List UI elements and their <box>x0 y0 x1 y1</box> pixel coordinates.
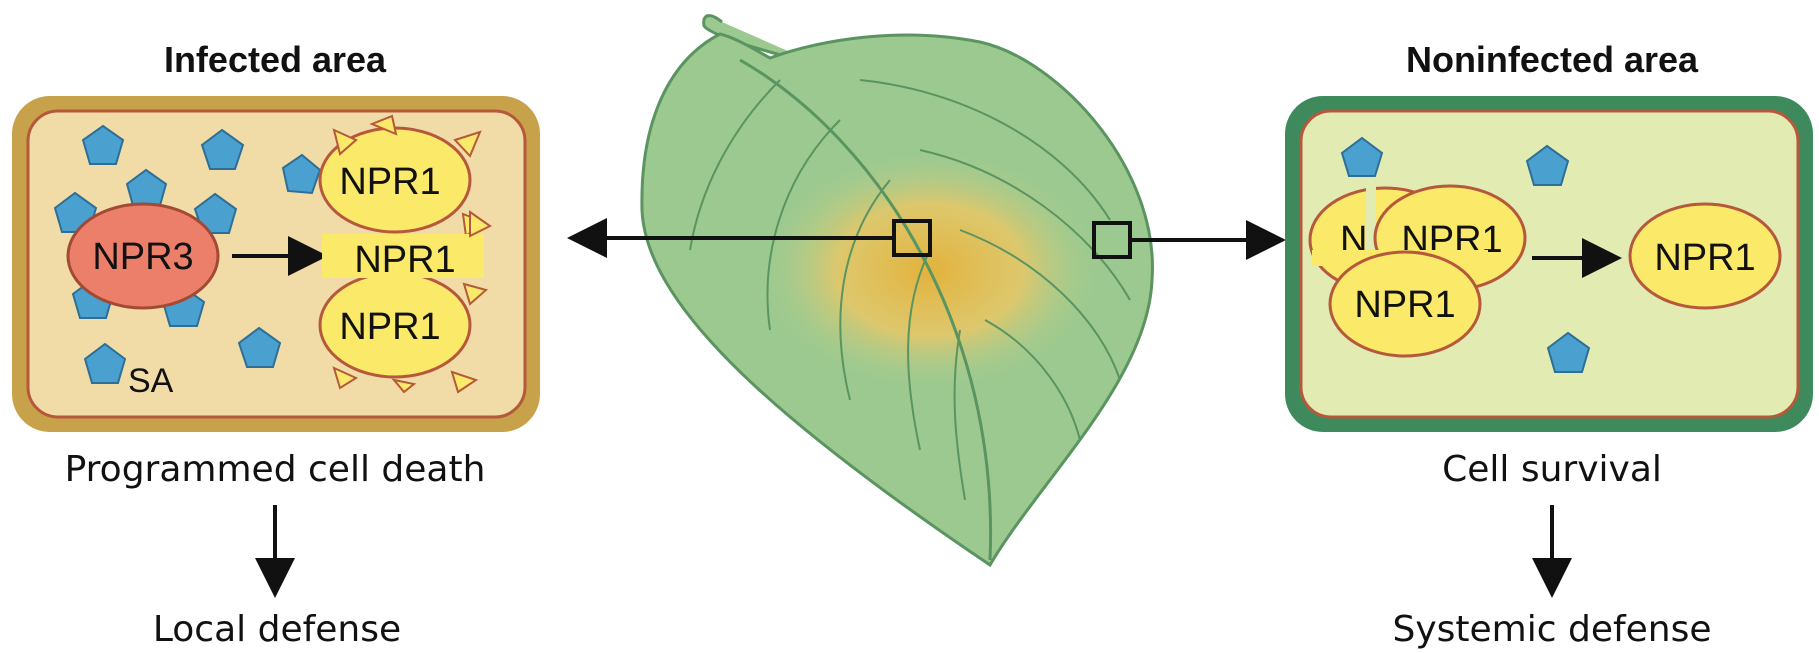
npr1-oligomer-front-label: NPR1 <box>1354 284 1455 326</box>
npr1-monomer-label: NPR1 <box>1654 237 1755 279</box>
sa-molecule <box>193 192 238 234</box>
sa-molecule <box>81 124 125 165</box>
sa-molecules-noninfected <box>1340 136 1591 373</box>
degraded-npr1-bottom-label: NPR1 <box>339 306 440 348</box>
sa-label: SA <box>128 362 174 400</box>
noninfected-area-title: Noninfected area <box>1406 39 1699 80</box>
sa-molecule <box>281 153 322 195</box>
infected-panel: Infected area NPR3 SA <box>12 39 540 650</box>
degraded-npr1-middle: NPR1 <box>322 210 492 281</box>
npr1-oligomer-front <box>1328 250 1482 358</box>
local-defense-label: Local defense <box>153 609 401 650</box>
sa-molecule <box>83 342 127 384</box>
noninfected-panel: Noninfected area N NPR1 NPR1 NPR1 Cell s… <box>1285 39 1813 650</box>
degraded-npr1-stack: NPR1 NPR1 NPR1 <box>318 114 492 394</box>
degraded-npr1-top: NPR1 <box>318 114 487 238</box>
systemic-defense-label: Systemic defense <box>1392 609 1711 650</box>
degraded-npr1-top-label: NPR1 <box>339 161 440 203</box>
degraded-npr1-bottom: NPR1 <box>318 271 489 394</box>
sa-molecule <box>1525 144 1570 186</box>
npr1-oligomer: N NPR1 NPR1 <box>1308 178 1527 358</box>
npr3-label: NPR3 <box>92 236 193 278</box>
npr1-monomer <box>1628 202 1782 310</box>
infected-caption: Programmed cell death <box>65 449 486 490</box>
sa-molecule <box>1546 331 1591 373</box>
leaf-illustration <box>567 14 1286 568</box>
npr3-protein <box>66 202 220 310</box>
sa-molecule <box>200 128 245 170</box>
infected-area-title: Infected area <box>164 39 387 80</box>
sa-molecule <box>237 326 282 368</box>
degraded-npr1-middle-label: NPR1 <box>354 239 455 281</box>
sa-molecules <box>53 124 322 384</box>
noninfected-caption: Cell survival <box>1442 449 1662 490</box>
sa-molecule <box>1340 136 1384 177</box>
